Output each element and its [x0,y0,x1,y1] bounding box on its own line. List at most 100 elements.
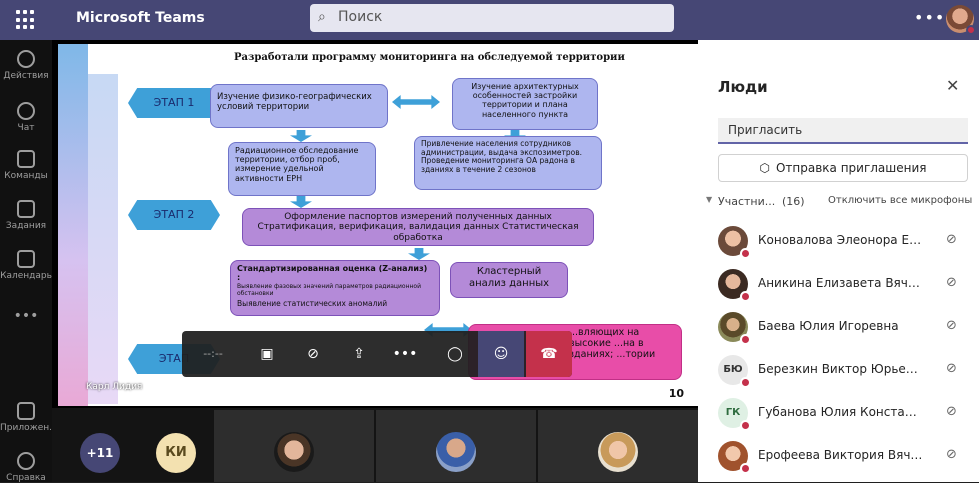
chat-toggle-icon[interactable]: ◯ [447,346,463,362]
mic-muted-icon[interactable]: ⊘ [307,346,319,362]
more-participants-badge[interactable]: +11 [80,433,120,473]
z-analysis-title: Стандартизированная оценка (Z-анализ) : [237,264,428,283]
participant-name: Баева Юлия Игоревна [758,319,899,333]
participant-row[interactable]: ГК Губанова Юлия Константи... ⊘ [718,398,973,434]
call-timer: --:-- [203,347,223,360]
participant-row[interactable]: БЮ Березкин Виктор Юрьевич ⊘ [718,355,973,391]
slide-box-population: Привлечение населения сотрудников админи… [414,136,602,190]
share-icon: ⬡ [759,161,770,175]
chat-icon [17,102,35,120]
mic-off-icon[interactable]: ⊘ [946,318,957,333]
avatar-initials: ГК [725,407,741,418]
section-label: Участни... [718,195,776,208]
mic-off-icon[interactable]: ⊘ [946,404,957,419]
busy-status-icon [740,248,751,259]
chevron-down-icon: ▼ [706,195,713,204]
more-options-icon[interactable]: ••• [914,8,946,27]
meeting-controls: --:-- ▣ ⊘ ⇪ ••• ◯ ☺ ☎ [182,331,572,377]
participant-avatar [598,432,638,472]
participant-row[interactable]: Аникина Елизавета Вячесл... ⊘ [718,269,973,305]
participant-video-tile[interactable] [214,410,374,482]
avatar: БЮ [718,355,751,388]
close-icon[interactable]: ✕ [946,76,960,95]
busy-status-icon [966,25,976,35]
teams-icon [17,150,35,168]
hang-up-icon[interactable]: ☎ [526,331,572,377]
rail-label: Приложен... [0,423,58,433]
participant-video-tile[interactable] [538,410,698,482]
participant-video-tile[interactable] [376,410,536,482]
busy-status-icon [740,463,751,474]
rail-item-apps[interactable]: Приложен... [0,402,58,433]
double-arrow-icon [392,95,440,109]
app-launcher-icon[interactable] [16,10,36,30]
down-arrow-icon [408,248,430,260]
down-arrow-icon [290,130,312,142]
participant-row[interactable]: Коновалова Элеонора Евге... ⊘ [718,226,973,262]
participant-name: Березкин Виктор Юрьевич [758,362,923,376]
presenter-name: Карл Лидия [86,382,143,392]
rail-item-teams[interactable]: Команды [0,150,52,181]
avatar [718,312,751,345]
participant-row[interactable]: Ерофеева Виктория Вячесл... ⊘ [718,441,973,477]
assignments-icon [17,200,35,218]
z-analysis-bullet: Выявление статистических аномалий [237,299,388,309]
mic-off-icon[interactable]: ⊘ [946,232,957,247]
rail-label: Команды [4,171,48,181]
participant-initials-avatar: КИ [156,433,196,473]
share-screen-icon[interactable]: ⇪ [353,346,365,362]
camera-off-icon[interactable]: ▣ [260,346,274,362]
rail-item-activity[interactable]: Действия [0,50,52,81]
search-icon: ⌕ [318,9,326,25]
panel-title: Люди [718,78,768,96]
participant-name: Аникина Елизавета Вячесл... [758,276,923,290]
rail-label: Справка [6,473,46,483]
busy-status-icon [740,291,751,302]
rail-more-icon[interactable]: ••• [13,308,39,324]
more-actions-icon[interactable]: ••• [392,346,418,362]
rail-item-calendar[interactable]: Календарь [0,250,52,281]
help-icon [17,452,35,470]
mic-off-icon[interactable]: ⊘ [946,447,957,462]
avatar [718,269,751,302]
down-arrow-icon [290,196,312,208]
app-rail: Действия Чат Команды Задания Календарь •… [0,40,58,483]
rail-item-assignments[interactable]: Задания [0,200,52,231]
people-panel: Люди ✕ Пригласить ⬡Отправка приглашения … [698,40,979,482]
slide-box-geography: Изучение физико-географических условий т… [210,84,388,128]
slide-decoration [58,44,88,406]
rail-label: Действия [3,71,49,81]
participant-name: Губанова Юлия Константи... [758,405,923,419]
slide-box-cluster: Кластерный анализ данных [450,262,568,298]
rail-label: Календарь [0,271,52,281]
slide-title: Разработали программу мониторинга на обс… [234,52,625,63]
mic-off-icon[interactable]: ⊘ [946,361,957,376]
avatar [718,226,751,259]
search-input[interactable]: ⌕ Поиск [310,4,674,32]
stage-2-label: ЭТАП 2 [128,200,220,230]
slide-box-processing: Оформление паспортов измерений полученны… [242,208,594,246]
participants-toggle-icon[interactable]: ☺ [478,331,524,377]
busy-status-icon [740,377,751,388]
invite-input[interactable]: Пригласить [718,118,968,144]
rail-label: Задания [5,221,47,231]
participants-section-header[interactable]: ▼ Участни... (16) Отключить все микрофон… [706,194,976,212]
slide-box-z-analysis: Стандартизированная оценка (Z-анализ) : … [230,260,440,316]
search-placeholder: Поиск [338,9,383,25]
mute-all-link[interactable]: Отключить все микрофоны [828,195,973,206]
share-invite-button[interactable]: ⬡ Отправка приглашения [718,154,968,182]
avatar: ГК [718,398,751,431]
rail-item-chat[interactable]: Чат [0,102,52,133]
stage-1-label: ЭТАП 1 [128,88,220,118]
rail-item-help[interactable]: Справка [0,452,52,483]
profile-avatar[interactable] [946,5,976,35]
avatar-initials: БЮ [723,364,743,375]
participant-row[interactable]: Баева Юлия Игоревна ⊘ [718,312,973,348]
slide-decoration [88,74,118,404]
mic-off-icon[interactable]: ⊘ [946,275,957,290]
participant-avatar [274,432,314,472]
busy-status-icon [740,334,751,345]
bell-icon [17,50,35,68]
participant-name: Коновалова Элеонора Евге... [758,233,923,247]
share-invite-label: Отправка приглашения [775,161,927,175]
